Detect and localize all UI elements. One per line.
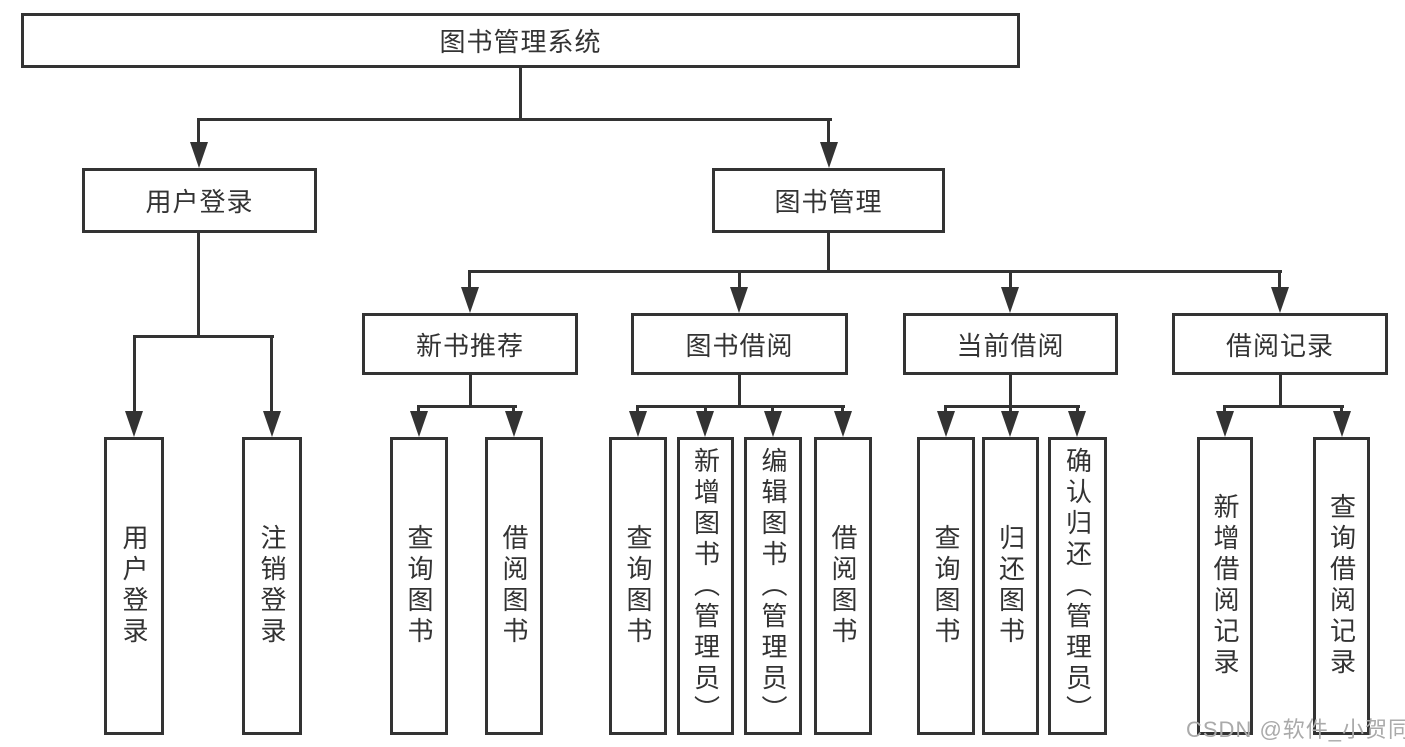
- node-label: 借阅记录: [1225, 330, 1334, 361]
- connector-line: [417, 405, 517, 408]
- arrow-down-icon: [1216, 411, 1234, 437]
- arrow-down-icon: [937, 411, 955, 437]
- connector-line: [468, 270, 1282, 273]
- leaf-label: 新增图书（管理员）: [690, 446, 721, 726]
- arrow-down-icon: [696, 411, 714, 437]
- arrow-down-icon: [834, 411, 852, 437]
- node-label: 当前借阅: [956, 330, 1065, 361]
- connector-line: [841, 405, 844, 415]
- leaf-current-return-books: 归还图书: [982, 437, 1039, 735]
- leaf-label: 编辑图书（管理员）: [758, 446, 788, 726]
- leaf-borrowing-edit-books-admin: 编辑图书（管理员）: [744, 437, 802, 735]
- arrow-down-icon: [820, 142, 838, 168]
- connector-line: [468, 270, 471, 289]
- connector-line: [270, 335, 273, 413]
- connector-line: [1223, 405, 1344, 408]
- arrow-down-icon: [410, 411, 428, 437]
- leaf-recommend-query-books: 查询图书: [390, 437, 448, 735]
- connector-line: [1279, 375, 1282, 407]
- leaf-label: 确认归还（管理员）: [1062, 446, 1093, 726]
- leaf-borrowing-borrow-books: 借阅图书: [814, 437, 872, 735]
- leaf-label: 查询借阅记录: [1326, 493, 1357, 679]
- connector-line: [519, 68, 522, 118]
- connector-line: [636, 405, 639, 415]
- connector-line: [944, 405, 1080, 408]
- connector-line: [1076, 405, 1079, 415]
- node-label: 图书管理: [774, 187, 883, 217]
- connector-line: [704, 405, 707, 415]
- node-label: 用户登录: [145, 187, 254, 217]
- arrow-down-icon: [629, 411, 647, 437]
- connector-line: [197, 118, 200, 145]
- arrow-down-icon: [505, 411, 523, 437]
- connector-line: [827, 118, 830, 145]
- leaf-label: 查询图书: [623, 524, 653, 648]
- leaf-borrowing-query-books: 查询图书: [609, 437, 667, 735]
- leaf-logout: 注销登录: [242, 437, 302, 735]
- arrow-down-icon: [1068, 411, 1086, 437]
- leaf-records-query-borrow-record: 查询借阅记录: [1313, 437, 1370, 735]
- arrow-down-icon: [730, 287, 748, 313]
- connector-line: [1278, 270, 1281, 289]
- leaf-current-confirm-return-admin: 确认归还（管理员）: [1048, 437, 1107, 735]
- leaf-label: 新增借阅记录: [1210, 493, 1240, 679]
- connector-line: [417, 405, 420, 415]
- connector-line: [771, 405, 774, 415]
- node-label: 图书借阅: [685, 330, 794, 361]
- connector-line: [197, 118, 832, 121]
- csdn-watermark: CSDN @软件_小贺同学: [1186, 717, 1405, 742]
- leaf-label: 注销登录: [257, 524, 287, 648]
- arrow-down-icon: [125, 411, 143, 437]
- leaf-label: 查询图书: [931, 524, 961, 648]
- leaf-label: 用户登录: [119, 524, 149, 648]
- connector-line: [636, 405, 845, 408]
- connector-line: [1340, 405, 1343, 415]
- node-label: 新书推荐: [415, 330, 524, 361]
- node-book-borrowing: 图书借阅: [631, 313, 848, 375]
- node-user-login: 用户登录: [82, 168, 317, 233]
- node-label: 图书管理系统: [439, 27, 602, 57]
- connector-line: [1009, 375, 1012, 407]
- connector-line: [944, 405, 947, 415]
- leaf-borrowing-add-books-admin: 新增图书（管理员）: [677, 437, 734, 735]
- connector-line: [133, 335, 274, 338]
- leaf-recommend-borrow-books: 借阅图书: [485, 437, 543, 735]
- arrow-down-icon: [263, 411, 281, 437]
- arrow-down-icon: [1001, 287, 1019, 313]
- connector-line: [197, 233, 200, 337]
- connector-line: [512, 405, 515, 415]
- leaf-label: 借阅图书: [499, 524, 529, 648]
- node-new-book-recommendation: 新书推荐: [362, 313, 578, 375]
- leaf-current-query-books: 查询图书: [917, 437, 975, 735]
- connector-line: [738, 270, 741, 289]
- connector-line: [469, 375, 472, 407]
- node-borrowing-records: 借阅记录: [1172, 313, 1388, 375]
- arrow-down-icon: [461, 287, 479, 313]
- leaf-label: 借阅图书: [828, 524, 858, 648]
- arrow-down-icon: [1271, 287, 1289, 313]
- arrow-down-icon: [190, 142, 208, 168]
- leaf-label: 查询图书: [404, 524, 434, 648]
- node-library-management-system: 图书管理系统: [21, 13, 1020, 68]
- node-book-management: 图书管理: [712, 168, 945, 233]
- connector-line: [827, 233, 830, 272]
- leaf-label: 归还图书: [995, 524, 1026, 648]
- connector-line: [738, 375, 741, 407]
- arrow-down-icon: [1333, 411, 1351, 437]
- arrow-down-icon: [764, 411, 782, 437]
- connector-line: [1009, 405, 1012, 415]
- node-current-borrowing: 当前借阅: [903, 313, 1118, 375]
- connector-line: [133, 335, 136, 413]
- leaf-user-login: 用户登录: [104, 437, 164, 735]
- arrow-down-icon: [1001, 411, 1019, 437]
- connector-line: [1223, 405, 1226, 415]
- leaf-records-add-borrow-record: 新增借阅记录: [1197, 437, 1253, 735]
- connector-line: [1009, 270, 1012, 289]
